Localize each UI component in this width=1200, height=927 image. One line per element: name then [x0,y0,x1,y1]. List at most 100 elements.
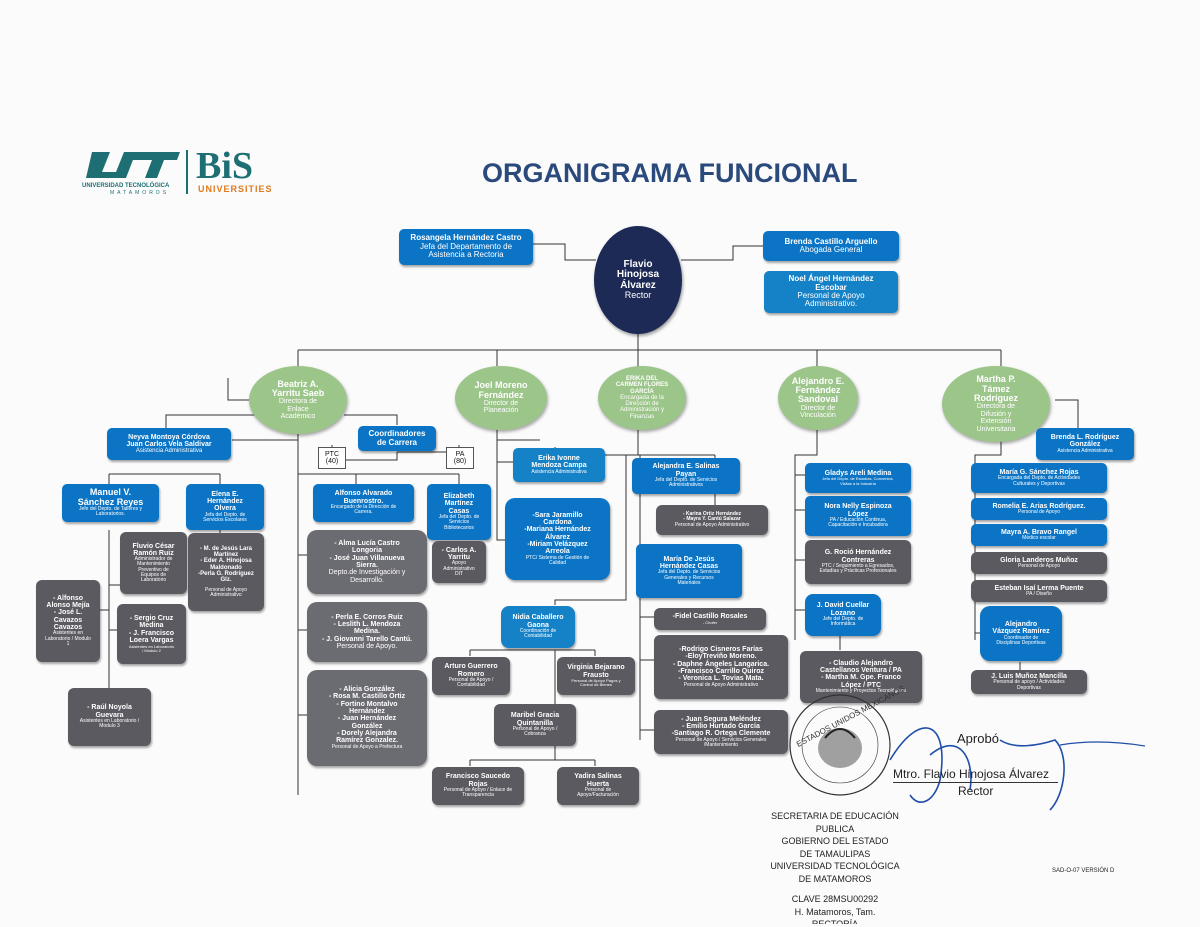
node-act-deportivas: J. Luis Muñoz Mancilla Personal de apoyo… [971,670,1087,694]
node-lab-mod1-role: Asistentes en Laboratorio / Modulo 1 [45,630,91,647]
node-facturacion: Yadira Salinas Huerta Personal de Apoyo/… [557,767,639,805]
node-talleres-role: Jefe del Depto. de Talleres y Laboratori… [78,506,142,518]
node-deportes: Alejandro Vázquez Ramírez Coordinador de… [980,606,1062,661]
stamp-line: DE TAMAULIPAS [799,848,871,859]
node-rector-name: Flavio Hinojosa Álvarez [616,258,660,291]
node-serv-admin-apoyo: - Karina Ortiz Hernández - Mayra Y. Cant… [656,505,768,535]
node-deportes-role: Coordinador de Disciplinas Deportivas [996,634,1046,646]
node-act-culturales: María G. Sánchez Rojas Encargada del Dep… [971,463,1107,493]
node-gloria-name: Gloria Landeros Muñoz [1000,556,1078,564]
node-pa: PA (80) [446,447,474,469]
node-dir-admin-role: Encargada de la Dirección de Administrac… [619,394,664,420]
node-dir-difusion-role: Directora de Difusión y Extensión Univer… [976,403,1016,433]
node-educ-continua: Nora Nelly Espinoza López PA / Educación… [805,496,911,536]
node-escolares-apoyo-role: Personal de Apoyo Administrativo [205,586,247,598]
node-diseno-role: PA / Diseño [1026,591,1052,598]
node-investigacion-name: - Alma Lucía Castro Longoria - José Juan… [329,539,405,569]
node-investigacion-enc-role: Encargado de la Dirección de Carrera. [330,504,397,516]
node-dir-difusion-name: Martha P. Támez Rodríguez [974,374,1018,404]
ut-logo-text: UNIVERSIDAD TECNOLÓGICA [82,183,170,189]
node-dir-planeacion-role: Director de Planeación [483,400,519,415]
node-estadias-name: Gladys Areli Medina [824,470,892,478]
node-cobranza: Maribel Gracia Quintanilla Personal de A… [494,704,576,746]
node-asistencia-rectoria: Rosangela Hernández Castro Jefa del Depa… [399,229,533,265]
signature [889,727,1146,811]
node-biblioteca-apoyo-role: Apoyo Administrativo DIT [443,560,475,577]
node-prefectura-role: Personal de Apoyo a Prefectura [331,743,403,750]
node-contabilidad: Nidia Caballero Gaona Coordinación de Co… [501,606,575,648]
stamp-line: RECTORÍA [811,919,859,924]
node-transparencia-role: Personal de Apoyo / Enlace de Transparen… [443,787,513,799]
node-abogada-name: Brenda Castillo Arguello [784,236,878,246]
node-act-deportivas-name: J. Luis Muñoz Mancilla [991,673,1067,681]
node-asist-academica-name: Neyva Montoya Córdova Juan Carlos Vela S… [126,433,212,448]
node-transparencia: Francisco Saucedo Rojas Personal de Apoy… [432,767,524,805]
ut-logo: UNIVERSIDAD TECNOLÓGICA MATAMOROS [80,150,180,196]
node-cont-apoyo1-role: Personal de Apoyo / Contabilidad [448,677,494,689]
node-dir-planeacion: Joel Moreno Fernández Director de Planea… [455,366,547,430]
node-gen-mant-name: - Juan Segura Meléndez - Emilio Hurtado … [671,715,771,738]
stamp-line: PUBLICA [815,823,855,834]
node-dir-vinculacion-name: Alejandro E. Fernández Sandoval [791,375,845,405]
node-dir-difusion: Martha P. Támez Rodríguez Directora de D… [942,366,1050,442]
node-biblioteca-role: Jefa del Depto. de Servicios Bibliotecar… [438,514,480,531]
node-lab-mod2-role: Asistentes en Laboratorio / Modulo 2 [128,643,175,653]
node-prefectura: - Alicia González - Rosa M. Castillo Ort… [307,670,427,766]
stamp-line: GOBIERNO DEL ESTADO [781,836,889,846]
node-pa-name: PA (80) [453,450,467,465]
node-apoyo-rector-role: Personal de Apoyo Administrativo. [797,291,865,309]
stamp-line: DE MATAMOROS [798,873,872,884]
node-act-culturales-role: Encargada del Depto. de Actividades Cult… [998,475,1080,487]
node-mantenimiento-role: Administrador de Mantenimiento Preventiv… [134,556,173,584]
node-rector: Flavio Hinojosa Álvarez Rector [594,226,682,334]
node-cont-apoyo1-name: Arturo Guerrero Romero [444,663,498,678]
node-lab-mod1-name: - Alfonso Alonso Mejía - José L. Cavazos… [46,594,90,632]
node-gen-mant-role: Personal de Apoyo / Servicios Generales … [675,736,767,749]
node-medico-role: Médico escolar [1022,535,1056,542]
node-serv-generales-name: María De Jesús Hernández Casas [659,555,719,571]
node-lab-mod3-role: Asistentes en Laboratorio / Modulo 3 [79,718,140,730]
node-choferes-role: - Chofer [702,619,718,625]
node-deportes-name: Alejandro Vázquez Ramírez [992,620,1050,636]
node-investigacion-enc-name: Alfonso Alvarado Buenrostro. [334,490,393,505]
node-mant-tecno: - Claudio Alejandro Castellanos Ventura … [800,651,922,703]
node-cobranza-role: Personal de Apoyo / Cobranza [512,726,558,738]
node-gen-mant: - Juan Segura Meléndez - Emilio Hurtado … [654,710,788,754]
institution-stamp: SECRETARIA DE EDUCACIÓN PUBLICA GOBIERNO… [755,810,915,924]
stamp-line: CLAVE 28MSU00292 [791,894,879,904]
approval-label: Aprobó [957,731,999,746]
ut-logo-mark [86,152,180,178]
node-lab-mod2-name: - Sergio Cruz Medina - J. Francisco Loer… [128,615,175,645]
approval-line [893,782,1058,783]
node-diseno-name: Esteban Isaí Lerma Puente [994,584,1084,592]
node-educ-continua-role: PA / Educación Continua, Capacitación e … [828,517,888,529]
node-contabilidad-name: Nidia Caballero Gaona [512,614,564,629]
bis-logo-text: UNIVERSITIES [198,184,273,194]
node-dir-academico-name: Beatriz A. Yarritu Saeb [271,378,325,398]
approval-signer-role: Rector [958,784,994,798]
node-apoyo-difusion: Romelia E. Arias Rodríguez. Personal de … [971,498,1107,520]
node-apoyo-academico-name: - Perla E. Corros Ruiz - Leslith L. Mend… [321,613,413,643]
node-ptc: PTC (40) [318,447,346,469]
node-asist-planeacion: Erika Ivonne Mendoza Campa Asistencia Ad… [513,448,605,482]
node-facturacion-name: Yadira Salinas Huerta [574,773,622,788]
bis-logo-mark: BiS [196,145,254,187]
node-asistencia-rectoria-role: Jefa del Departamento de Asistencia a Re… [419,241,513,260]
node-coordinadores-name: Coordinadores de Carrera [368,429,426,447]
node-dir-admin-name: ERIKA DEL CARMEN FLORES GARCÍA [615,375,669,395]
node-serv-admin-apoyo-name: - Karina Ortiz Hernández - Mayra Y. Cant… [682,511,742,523]
node-dir-planeacion-name: Joel Moreno Fernández [474,380,528,400]
node-egresados: G. Roció Hernández Contreras PTC / Segui… [805,540,911,584]
node-ptc-name: PTC (40) [325,450,339,465]
node-talleres-name: Manuel V. Sánchez Reyes [77,487,144,507]
node-educ-continua-name: Nora Nelly Espinoza López [824,503,892,518]
node-dir-vinculacion: Alejandro E. Fernández Sandoval Director… [778,366,858,430]
node-coordinadores: Coordinadores de Carrera [358,426,436,451]
node-asist-academica: Neyva Montoya Córdova Juan Carlos Vela S… [107,428,231,460]
node-gloria-role: Personal de Apoyo [1018,563,1060,570]
node-escolares-apoyo: - M. de Jesús Lara Martínez - Eder A. Hi… [188,533,264,611]
node-contabilidad-role: Coordinación de Contabilidad [519,628,557,640]
node-abogada: Brenda Castillo Arguello Abogada General [763,231,899,261]
node-cont-apoyo1: Arturo Guerrero Romero Personal de Apoyo… [432,657,510,695]
node-serv-admin-role: Jefa del Depto. de Servicios Administrat… [654,477,718,489]
